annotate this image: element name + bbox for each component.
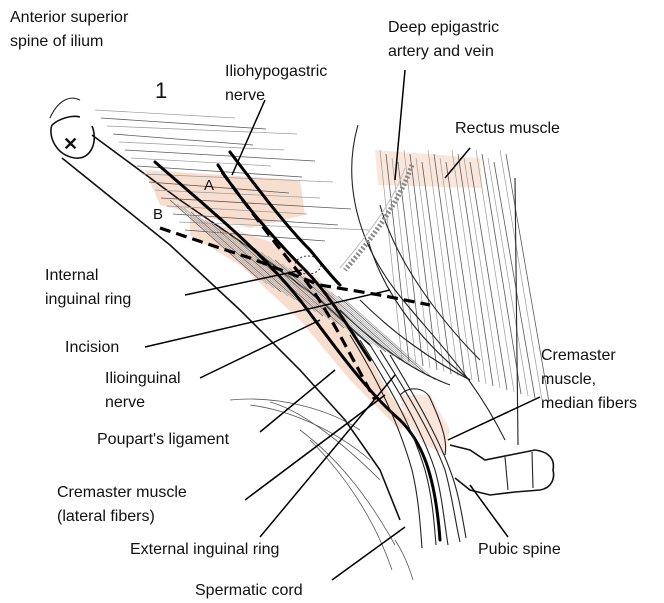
label-cremaster-lateral: Cremaster muscle (lateral fibers) (57, 484, 191, 525)
muscle-fiber (488, 158, 528, 396)
label-incision-b: B (153, 206, 163, 223)
muscle-fiber (131, 158, 271, 166)
label-deep-epigastric: Deep epigastric artery and vein (388, 19, 504, 60)
muscle-fiber (464, 158, 500, 388)
label-pubic-spine: Pubic spine (478, 541, 561, 558)
svg-text:✕: ✕ (63, 134, 78, 154)
label-incision-a: A (204, 177, 214, 194)
pubic-spine-bone (450, 445, 554, 495)
rectus-fibers (380, 150, 549, 402)
anterior-superior-spine-marker: ✕ (51, 116, 94, 158)
muscle-fiber (494, 162, 535, 398)
label-spermatic-cord: Spermatic cord (195, 582, 303, 599)
label-iliohypogastric-nerve: Iliohypogastric nerve (225, 63, 332, 104)
label-incision: Incision (65, 339, 119, 356)
label-external-inguinal-ring: External inguinal ring (130, 541, 279, 558)
muscle-fiber (95, 110, 235, 118)
muscle-fiber (119, 142, 284, 150)
muscle-fiber (113, 134, 253, 145)
figure-number: 1 (155, 78, 167, 103)
muscle-fiber (101, 118, 266, 129)
muscle-fiber (422, 162, 451, 374)
label-pouparts-ligament: Poupart's ligament (97, 431, 230, 448)
muscle-fiber (506, 154, 549, 402)
muscle-fiber (446, 162, 479, 382)
label-anterior-superior-spine: Anterior superior spine of ilium (10, 9, 133, 50)
label-ilioinguinal-nerve: Ilioinguinal nerve (105, 370, 185, 411)
muscle-fiber (500, 150, 542, 400)
label-rectus-muscle: Rectus muscle (455, 120, 560, 137)
muscle-fiber (107, 126, 297, 134)
label-internal-inguinal-ring: Internal inguinal ring (45, 267, 131, 308)
label-cremaster-median: Cremaster muscle, median fibers (541, 347, 637, 412)
